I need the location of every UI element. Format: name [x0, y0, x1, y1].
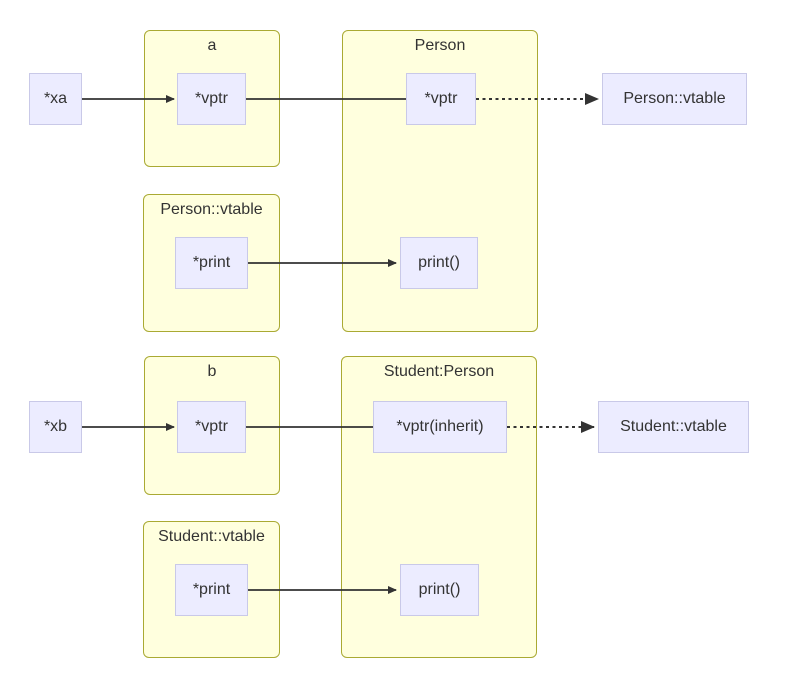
cluster-person-title: Person — [414, 37, 466, 54]
node-vptr-inherit-label: *vptr(inherit) — [396, 418, 484, 435]
cluster-student-vtable-title: Student::vtable — [158, 528, 265, 545]
node-student-vtable-ref-label: Student::vtable — [620, 418, 727, 435]
node-xa: *xa — [29, 73, 82, 125]
node-vptr-a-label: *vptr — [195, 90, 228, 107]
node-print-fn-person: print() — [400, 237, 478, 289]
node-vptr-inherit: *vptr(inherit) — [373, 401, 507, 453]
cluster-b-title: b — [207, 363, 217, 380]
node-print-ptr-student-label: *print — [192, 581, 231, 598]
node-student-vtable-ref: Student::vtable — [598, 401, 749, 453]
node-vptr-b-label: *vptr — [195, 418, 228, 435]
node-xa-label: *xa — [43, 90, 68, 107]
node-xb-label: *xb — [43, 418, 68, 435]
node-vptr-person: *vptr — [406, 73, 476, 125]
cluster-person-vtable-title: Person::vtable — [160, 201, 263, 218]
cluster-a-title: a — [207, 37, 217, 54]
node-vptr-b: *vptr — [177, 401, 246, 453]
node-print-ptr-person: *print — [175, 237, 248, 289]
node-xb: *xb — [29, 401, 82, 453]
cluster-student-person-title: Student:Person — [383, 363, 495, 380]
node-vptr-a: *vptr — [177, 73, 246, 125]
node-print-fn-student-label: print() — [418, 581, 461, 598]
node-print-ptr-person-label: *print — [192, 254, 231, 271]
node-person-vtable-ref-label: Person::vtable — [623, 90, 726, 107]
node-person-vtable-ref: Person::vtable — [602, 73, 747, 125]
node-vptr-person-label: *vptr — [424, 90, 458, 107]
node-print-fn-person-label: print() — [418, 254, 460, 271]
node-print-ptr-student: *print — [175, 564, 248, 616]
node-print-fn-student: print() — [400, 564, 479, 616]
